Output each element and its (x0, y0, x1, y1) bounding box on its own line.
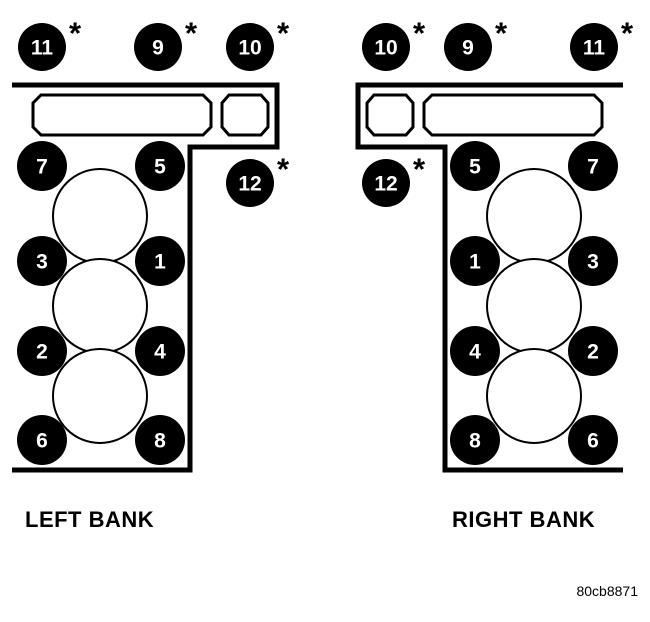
left-bank-spark-plug-2-number: 2 (36, 341, 48, 364)
left-bank-spark-plug-1[interactable] (135, 236, 185, 286)
left-bank-coil-terminal-10-number: 10 (238, 37, 261, 60)
left-bank-spark-plug-5-number: 5 (154, 156, 166, 179)
right-bank-coil-terminal-10[interactable] (362, 23, 410, 71)
right-bank-spark-plug-2[interactable] (568, 326, 618, 376)
right-bank-coil-terminal-9-number: 9 (462, 37, 474, 60)
left-bank-spark-plug-1-number: 1 (154, 251, 166, 274)
right-bank-cylinder-bore-2 (486, 258, 582, 354)
left-bank-caption: LEFT BANK (25, 507, 154, 532)
right-bank-spark-plug-7-number: 7 (587, 156, 599, 179)
left-bank-spark-plug-6[interactable] (17, 415, 67, 465)
right-bank-coil-terminal-12-number: 12 (374, 173, 397, 196)
right-bank-coil-terminal-12-asterisk-icon: * (413, 152, 426, 187)
right-bank-spark-plug-3[interactable] (568, 236, 618, 286)
right-bank-valve-cover-small (365, 93, 415, 137)
right-bank-spark-plug-1-number: 1 (469, 251, 481, 274)
captions-layer: LEFT BANK RIGHT BANK 80cb8871 (25, 507, 638, 599)
left-bank-spark-plug-4-number: 4 (154, 341, 166, 364)
right-bank-spark-plug-2-number: 2 (587, 341, 599, 364)
right-bank-spark-plug-1[interactable] (450, 236, 500, 286)
left-bank-spark-plug-4[interactable] (135, 326, 185, 376)
right-bank-cylinder-bore-3 (486, 348, 582, 444)
left-bank-spark-plug-8[interactable] (135, 415, 185, 465)
left-bank-spark-plug-3-number: 3 (36, 251, 48, 274)
right-bank-coil-terminal-11-asterisk-icon: * (621, 16, 634, 51)
left-bank-spark-plug-5[interactable] (135, 141, 185, 191)
left-bank-coil-terminal-11-asterisk-icon: * (69, 16, 82, 51)
right-bank-coil-terminal-10-asterisk-icon: * (413, 16, 426, 51)
right-bank-valve-cover-long (422, 93, 604, 137)
left-bank-cylinder-bore-3 (52, 348, 148, 444)
left-bank-valve-cover-small (220, 93, 270, 137)
left-bank-spark-plug-7[interactable] (17, 141, 67, 191)
left-bank-valve-cover-long (31, 93, 213, 137)
left-bank-coil-terminal-12[interactable] (226, 159, 274, 207)
right-bank-coil-terminal-12[interactable] (362, 159, 410, 207)
right-bank-coil-terminal-11[interactable] (570, 23, 618, 71)
figure-code-label: 80cb8871 (576, 583, 638, 599)
left-bank-spark-plug-7-number: 7 (36, 156, 48, 179)
right-bank-coil-terminal-9-asterisk-icon: * (495, 16, 508, 51)
left-bank-cylinder-bore-2 (52, 258, 148, 354)
right-bank-spark-plug-8-number: 8 (469, 430, 481, 453)
left-bank-spark-plug-8-number: 8 (154, 430, 166, 453)
right-bank-coil-terminal-9[interactable] (444, 23, 492, 71)
right-bank-coil-terminal-11-number: 11 (583, 37, 606, 60)
right-bank-spark-plug-7[interactable] (568, 141, 618, 191)
left-bank-coil-terminal-11[interactable] (18, 23, 66, 71)
right-bank-spark-plug-5-number: 5 (469, 156, 481, 179)
right-bank-caption: RIGHT BANK (452, 507, 595, 532)
right-bank-spark-plug-4[interactable] (450, 326, 500, 376)
left-bank-coil-terminal-10[interactable] (226, 23, 274, 71)
right-bank: 5 7 1 3 4 2 8 6 10 * 9 * 11 * 12 * (355, 16, 634, 473)
right-bank-spark-plug-3-number: 3 (587, 251, 599, 274)
right-bank-spark-plug-5[interactable] (450, 141, 500, 191)
left-bank-coil-terminal-12-asterisk-icon: * (277, 152, 290, 187)
left-bank-coil-terminal-9-number: 9 (152, 37, 164, 60)
right-bank-spark-plug-4-number: 4 (469, 341, 481, 364)
right-bank-spark-plug-6-number: 6 (587, 430, 599, 453)
right-bank-spark-plug-8[interactable] (450, 415, 500, 465)
left-bank-spark-plug-3[interactable] (17, 236, 67, 286)
left-bank-coil-terminal-9[interactable] (134, 23, 182, 71)
left-bank-coil-terminal-9-asterisk-icon: * (185, 16, 198, 51)
right-bank-coil-terminal-10-number: 10 (374, 37, 397, 60)
left-bank-cylinder-bore-1 (52, 168, 148, 264)
left-bank-coil-terminal-10-asterisk-icon: * (277, 16, 290, 51)
left-bank-coil-terminal-11-number: 11 (31, 37, 54, 60)
left-bank-spark-plug-2[interactable] (17, 326, 67, 376)
right-bank-spark-plug-6[interactable] (568, 415, 618, 465)
left-bank-coil-terminal-12-number: 12 (238, 173, 261, 196)
left-bank-spark-plug-6-number: 6 (36, 430, 48, 453)
right-bank-cylinder-bore-1 (486, 168, 582, 264)
